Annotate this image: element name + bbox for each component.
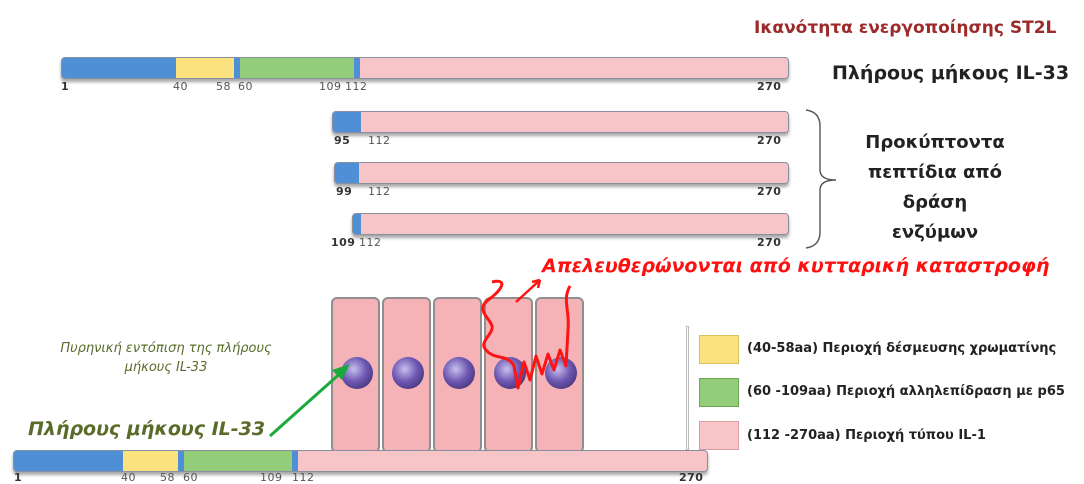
- tick-60: 60: [238, 80, 253, 93]
- full-length-bar-top: [61, 57, 789, 79]
- legend-swatch-il1: [699, 421, 739, 450]
- segment-blue-small-2: [354, 58, 360, 78]
- tick-270: 270: [757, 80, 782, 93]
- damage-squiggle: [481, 279, 572, 390]
- segment-yellow: [176, 58, 234, 78]
- tick-270: 270: [757, 236, 782, 249]
- peptides-label-line3: δράση ενζύμων: [891, 192, 979, 243]
- bracket: [805, 109, 837, 249]
- tick-1: 1: [61, 80, 70, 93]
- legend-swatch-p65: [699, 378, 739, 407]
- segment-blue: [335, 163, 359, 183]
- segment-blue-small-2: [292, 451, 298, 471]
- segment-yellow: [123, 451, 178, 471]
- peptide-bar-95: [332, 111, 789, 133]
- tick-109: 109: [331, 236, 356, 249]
- tick-112: 112: [368, 185, 391, 198]
- tick-40: 40: [121, 471, 136, 484]
- legend-box: [686, 326, 689, 450]
- release-arrow: [515, 278, 542, 303]
- release-label: Απελευθερώνονται από κυτταρική καταστροφ…: [542, 255, 1050, 277]
- peptides-label: Προκύπτοντα πεπτίδια από δράση ενζύμων: [860, 128, 1010, 248]
- full-length-label-bottom: Πλήρους μήκους IL-33: [28, 418, 266, 440]
- peptide-bar-109: [352, 213, 789, 235]
- legend-il1: (112 -270aa) Περιοχή τύπου IL-1: [747, 428, 986, 443]
- cell-5: [535, 297, 584, 453]
- segment-green: [240, 58, 354, 78]
- tick-109: 109: [260, 471, 283, 484]
- legend-p65: (60 -109aa) Περιοχή αλληλεπίδραση με p65: [747, 384, 1065, 399]
- segment-blue-small: [178, 451, 184, 471]
- nuclear-label-line2: μήκους IL-33: [124, 360, 208, 375]
- peptides-label-line2: πεπτίδια από: [868, 162, 1002, 183]
- segment-blue-small: [234, 58, 240, 78]
- cell-3: [433, 297, 482, 453]
- tick-95: 95: [334, 134, 351, 147]
- legend-chromatin: (40-58aa) Περιοχή δέσμευσης χρωματίνης: [747, 341, 1057, 356]
- tick-112: 112: [368, 134, 391, 147]
- peptides-label-line1: Προκύπτοντα: [865, 132, 1005, 153]
- tick-112: 112: [359, 236, 382, 249]
- nucleus-icon: [392, 357, 424, 389]
- peptide-bar-99: [334, 162, 789, 184]
- nuclear-label-line1: Πυρηνική εντόπιση της πλήρους: [60, 341, 272, 356]
- segment-blue: [333, 112, 361, 132]
- tick-58: 58: [216, 80, 231, 93]
- tick-40: 40: [173, 80, 188, 93]
- tick-99: 99: [336, 185, 353, 198]
- legend-swatch-chromatin: [699, 335, 739, 364]
- segment-blue: [62, 58, 176, 78]
- tick-270: 270: [679, 471, 704, 484]
- cell-2: [382, 297, 431, 453]
- tick-1: 1: [14, 471, 23, 484]
- nuclear-label: Πυρηνική εντόπιση της πλήρους μήκους IL-…: [40, 339, 292, 377]
- segment-blue: [353, 214, 361, 234]
- full-length-label: Πλήρους μήκους IL-33: [832, 62, 1070, 84]
- tick-112: 112: [292, 471, 315, 484]
- tick-270: 270: [757, 134, 782, 147]
- nucleus-icon: [341, 357, 373, 389]
- tick-270: 270: [757, 185, 782, 198]
- tick-112: 112: [345, 80, 368, 93]
- segment-green: [184, 451, 292, 471]
- tick-109: 109: [319, 80, 342, 93]
- st2l-title: Ικανότητα ενεργοποίησης ST2L: [754, 18, 1057, 38]
- full-length-bar-bottom: [13, 450, 708, 472]
- tick-60: 60: [183, 471, 198, 484]
- nucleus-icon: [443, 357, 475, 389]
- nucleus-arrow: [269, 364, 350, 438]
- tick-58: 58: [160, 471, 175, 484]
- segment-blue: [14, 451, 123, 471]
